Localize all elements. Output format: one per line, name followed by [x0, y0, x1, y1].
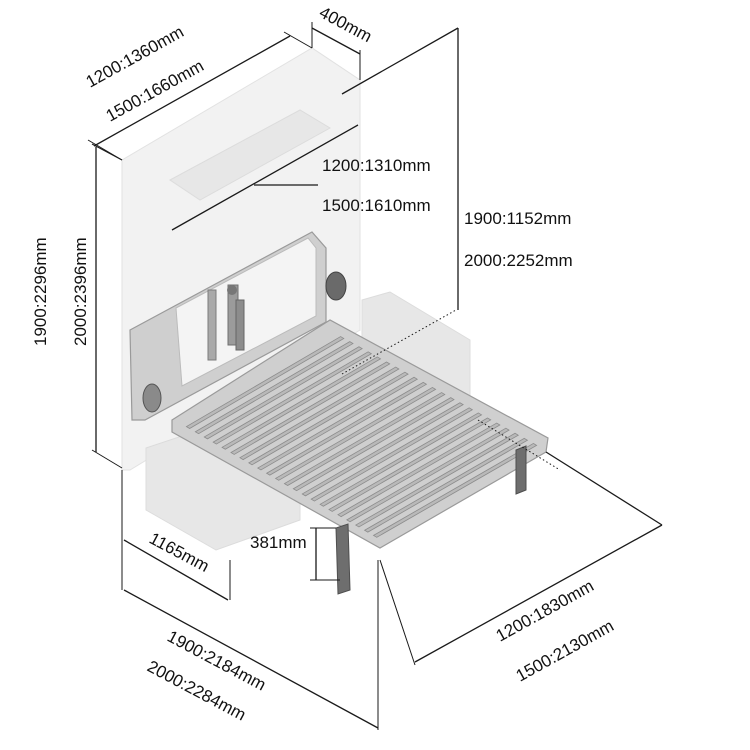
- bed-slat: [310, 407, 474, 502]
- label-height-left-b: 2000:2396mm: [71, 237, 90, 346]
- bed-slat: [274, 386, 437, 481]
- bed-slat: [221, 356, 382, 450]
- bed-slat: [248, 371, 409, 466]
- label-height-left-a: 1900:2296mm: [31, 237, 50, 346]
- cabinet-header-shelf: [169, 109, 332, 201]
- label-inner-width-b: 1500:1610mm: [322, 196, 431, 215]
- left-pivot-bracket: [142, 383, 162, 413]
- bed-slat: [265, 381, 428, 476]
- lift-mechanism: [207, 284, 245, 361]
- bed-slat: [337, 422, 501, 518]
- bed-slat: [185, 336, 345, 429]
- label-depth: 400mm: [316, 3, 375, 46]
- bed-slat: [372, 442, 538, 538]
- label-height-right-b: 2000:2252mm: [464, 251, 573, 270]
- bed-slat: [203, 346, 363, 440]
- bed-slat: [239, 366, 400, 461]
- bed-slats: [185, 336, 538, 538]
- bed-slat: [283, 392, 446, 486]
- bed-slat: [363, 437, 529, 533]
- bed-slat: [212, 351, 373, 445]
- bed-slat: [194, 341, 354, 435]
- bed-slat: [346, 427, 510, 523]
- bed-foot-leg-front: [335, 523, 351, 595]
- bed-slat: [292, 397, 455, 492]
- label-height-right-a: 1900:1152mm: [464, 209, 571, 228]
- label-inner-width-a: 1200:1310mm: [322, 156, 431, 175]
- label-leg-height: 381mm: [250, 533, 307, 552]
- bed-slat: [301, 402, 464, 497]
- wall-bed-drawing: [121, 47, 549, 595]
- dimension-lines: [87, 22, 663, 730]
- right-pivot-bracket: [325, 271, 347, 301]
- bed-slat: [230, 361, 391, 455]
- bed-slat: [256, 376, 419, 471]
- bed-foot-leg-right: [515, 445, 527, 495]
- bed-slat: [354, 432, 520, 528]
- bed-slat: [328, 417, 492, 512]
- bed-slat: [319, 412, 483, 507]
